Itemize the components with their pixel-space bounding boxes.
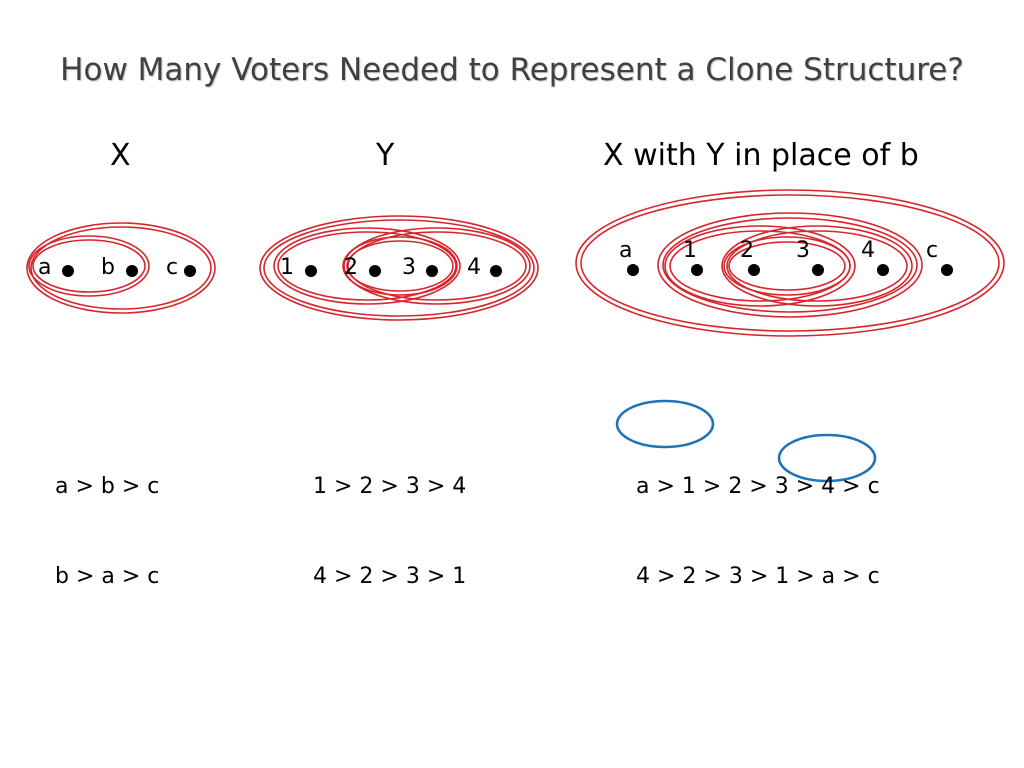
- label-2: 2: [740, 238, 754, 263]
- clone-set-abc-outer: [26, 222, 216, 314]
- clone-set-234-outer: [343, 227, 531, 305]
- ranking-1: 1 > 2 > 3 > 4: [313, 474, 467, 499]
- node-2: [369, 265, 381, 277]
- clone-set-23-outer: [342, 236, 458, 296]
- node-a: [62, 265, 74, 277]
- diagram-combined: [575, 189, 1005, 337]
- preferences-y: 1 > 2 > 3 > 4 4 > 2 > 3 > 1: [313, 412, 466, 622]
- ranking-1: a > 1 > 2 > 3 > 4 > c: [636, 474, 880, 499]
- slide-title: How Many Voters Needed to Represent a Cl…: [60, 52, 964, 88]
- node-3: [426, 265, 438, 277]
- node-1: [691, 264, 703, 276]
- clone-set-23-inner: [728, 241, 846, 291]
- highlight-a-1: [615, 399, 715, 449]
- clone-set-123-outer: [273, 227, 461, 305]
- clone-set-234-inner: [726, 230, 908, 302]
- preferences-combined: a > 1 > 2 > 3 > 4 > c 4 > 2 > 3 > 1 > a …: [636, 412, 880, 622]
- clone-set-1234-inner: [662, 217, 918, 313]
- label-c: c: [166, 255, 178, 280]
- clone-set-a1234c-inner: [580, 194, 1000, 332]
- node-c: [941, 264, 953, 276]
- ranking-2: b > a > c: [55, 564, 160, 589]
- highlight-1-a: [777, 433, 877, 483]
- clone-set-abc-inner: [30, 226, 212, 310]
- ranking-2: 4 > 2 > 3 > 1 > a > c: [636, 564, 880, 589]
- node-2: [748, 264, 760, 276]
- clone-set-ab-outer: [28, 235, 150, 297]
- clone-set-ab-inner: [32, 239, 146, 293]
- label-1: 1: [280, 255, 294, 280]
- clone-set-23-inner: [346, 240, 454, 292]
- label-1: 1: [683, 238, 697, 263]
- diagram-y-nodes: [305, 265, 502, 277]
- clone-set-123-outer: [664, 225, 856, 307]
- node-a: [627, 264, 639, 276]
- label-4: 4: [861, 238, 875, 263]
- label-a: a: [619, 238, 632, 263]
- heading-y: Y: [376, 138, 395, 173]
- diagram-combined-nodes: [627, 264, 953, 276]
- clone-set-123-inner: [277, 231, 457, 301]
- node-c: [184, 265, 196, 277]
- node-3: [812, 264, 824, 276]
- highlights: [615, 399, 877, 483]
- ranking-1: a > b > c: [55, 474, 160, 499]
- label-b: b: [101, 255, 115, 280]
- clone-set-1234-inner: [263, 219, 535, 317]
- clone-set-1234-outer: [259, 215, 539, 321]
- label-3: 3: [796, 238, 810, 263]
- node-b: [126, 265, 138, 277]
- label-c: c: [926, 238, 938, 263]
- heading-x: X: [110, 138, 131, 173]
- clone-set-23-outer: [723, 236, 851, 296]
- diagram-x-nodes: [62, 265, 196, 277]
- node-4: [490, 265, 502, 277]
- clone-set-234-inner: [347, 231, 527, 301]
- label-4: 4: [467, 255, 481, 280]
- diagram-y: [259, 215, 539, 321]
- clone-set-234-outer: [721, 225, 913, 307]
- preferences-x: a > b > c b > a > c: [55, 412, 159, 622]
- label-a: a: [38, 255, 51, 280]
- node-4: [877, 264, 889, 276]
- label-2: 2: [344, 255, 358, 280]
- ranking-2: 4 > 2 > 3 > 1: [313, 564, 467, 589]
- clone-set-a1234c-outer: [575, 189, 1005, 337]
- heading-combined: X with Y in place of b: [603, 138, 919, 173]
- diagram-x: [26, 222, 216, 314]
- clone-set-1234-outer: [657, 212, 923, 318]
- node-1: [305, 265, 317, 277]
- label-3: 3: [402, 255, 416, 280]
